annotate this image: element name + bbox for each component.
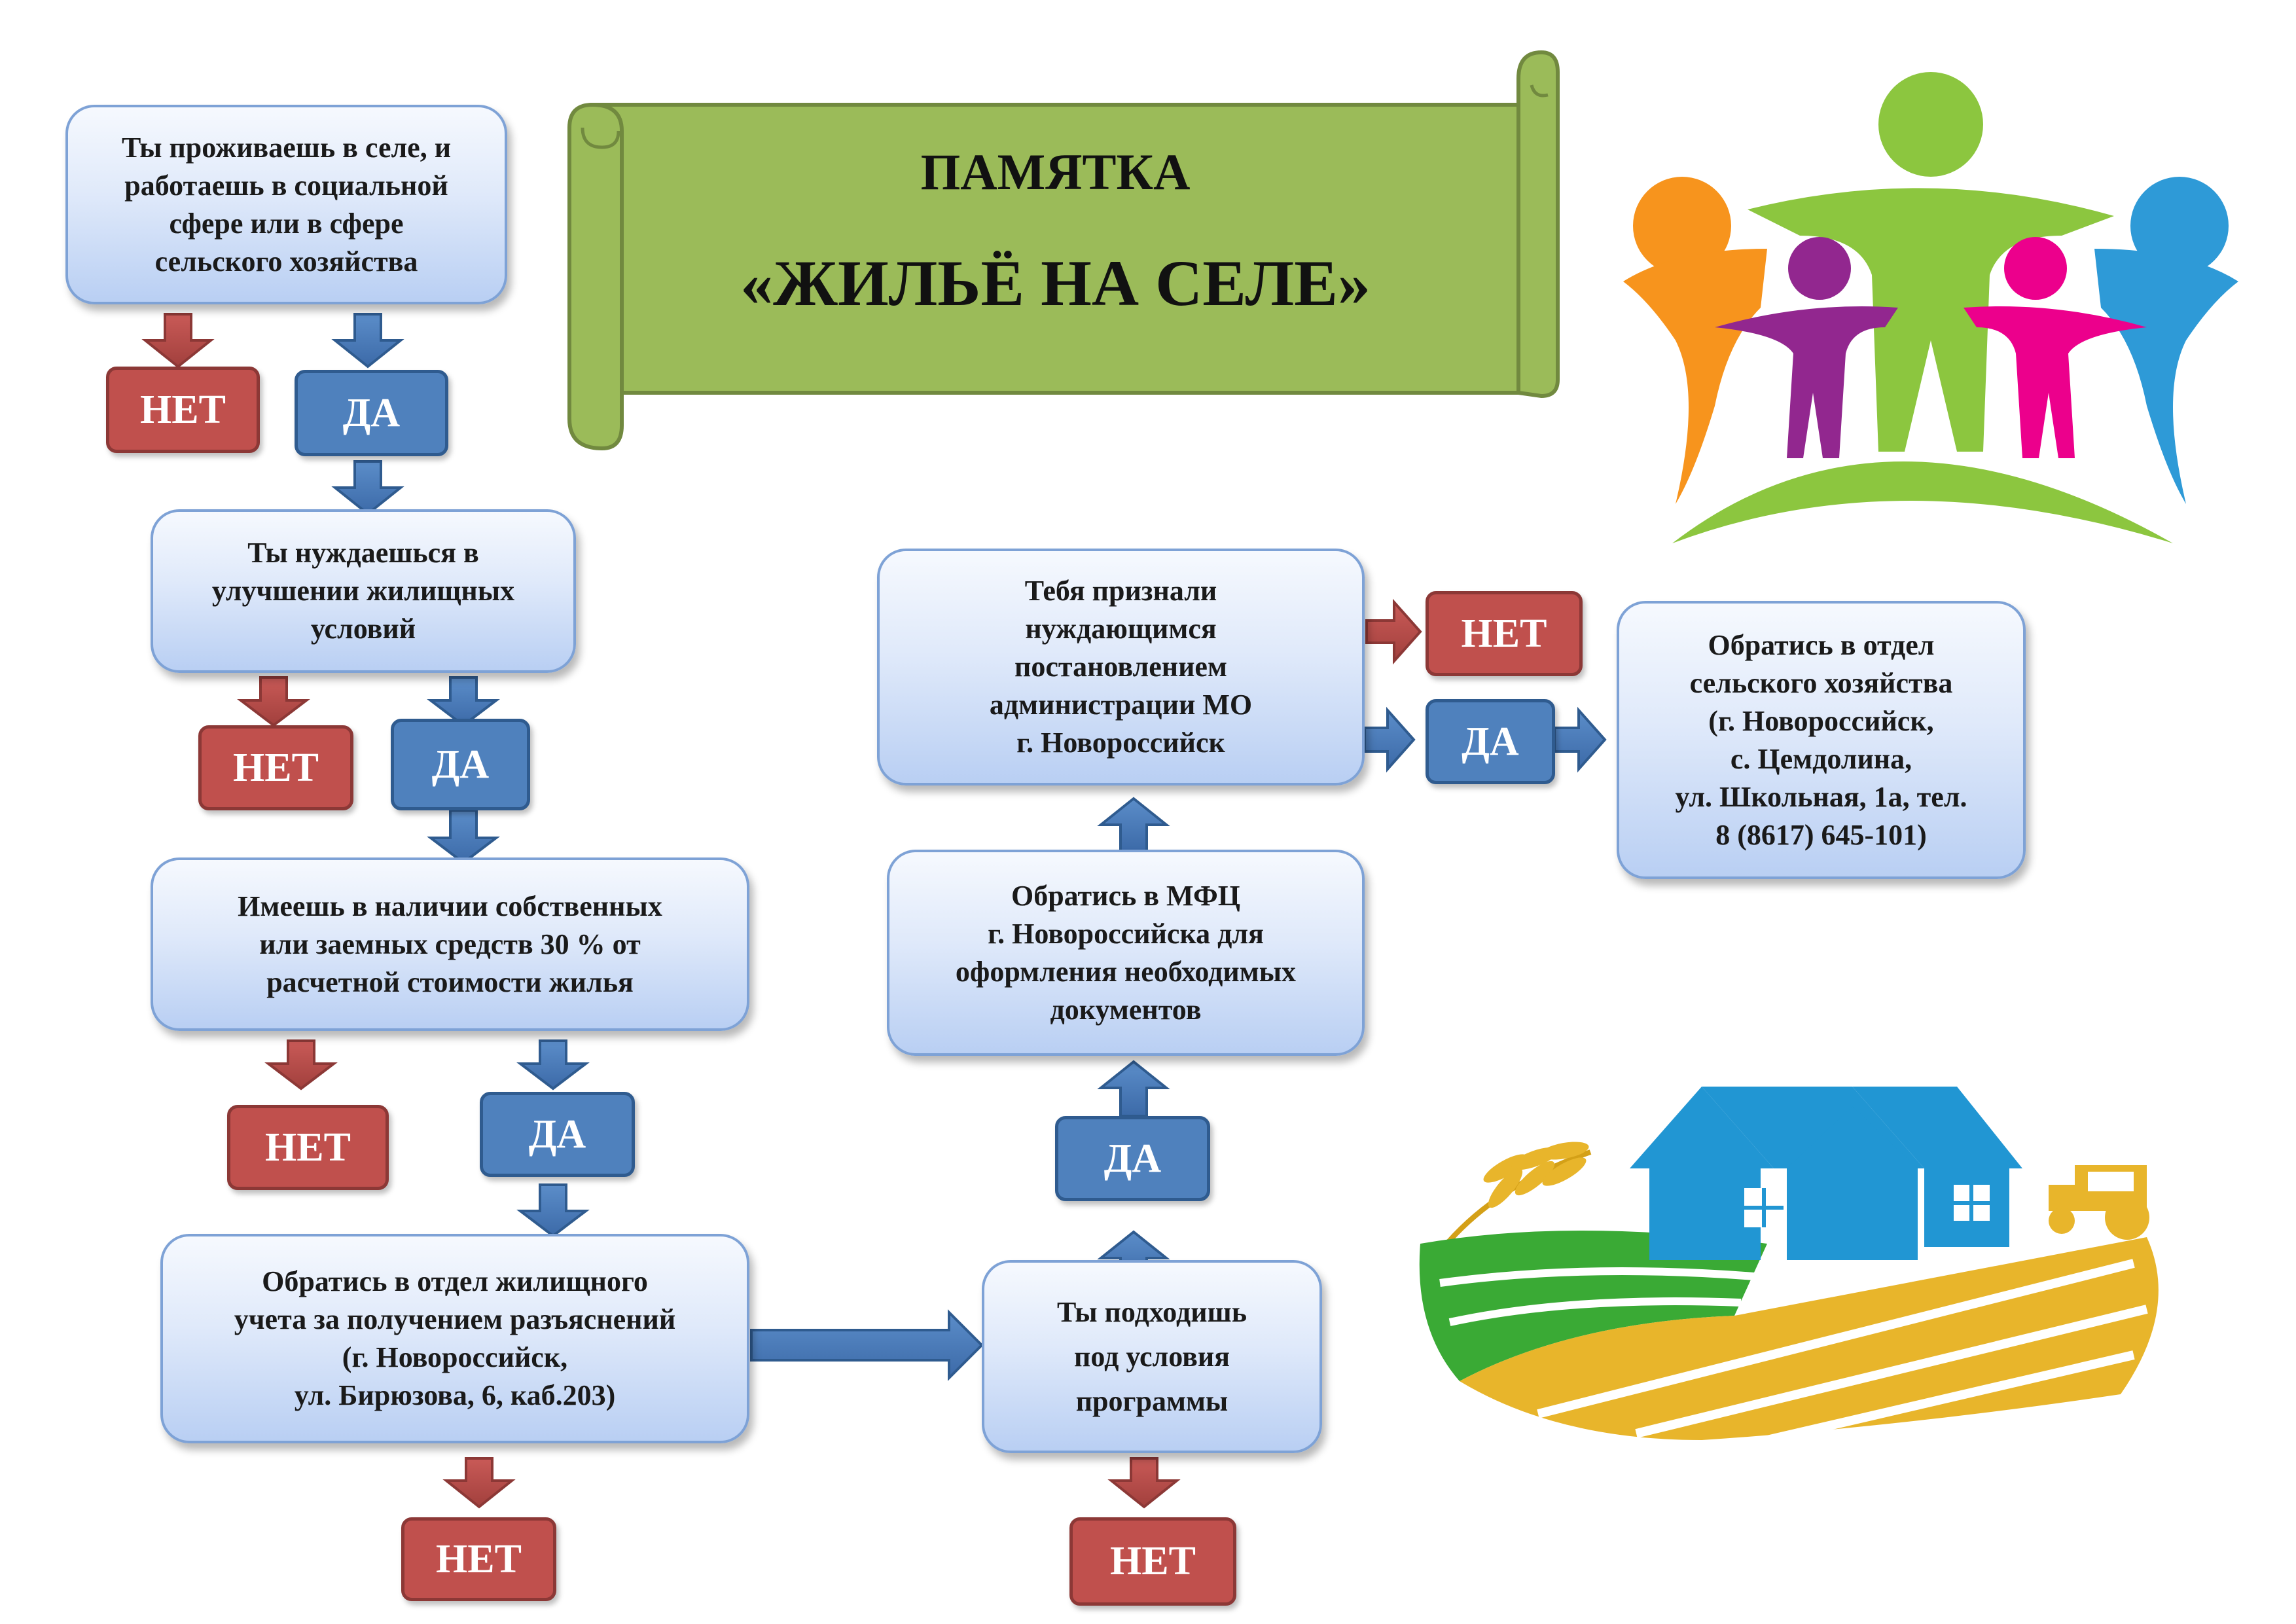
arrow-right-red [1365,598,1422,665]
yes-label: ДА [480,1092,635,1177]
arrow-down [331,313,404,369]
title-line-2: «ЖИЛЬЁ НА СЕЛЕ» [740,247,1371,319]
no-label: НЕТ [198,725,353,810]
yes-label: ДА [1055,1116,1210,1201]
no-label: НЕТ [1426,591,1583,676]
arrow-up [1097,797,1170,852]
arrow-up [1097,1060,1170,1117]
yes-label: ДА [391,719,530,810]
arrow-down-red [264,1039,338,1091]
title-line-1: ПАМЯТКА [920,143,1191,200]
arrow-right [1363,706,1416,773]
arrow-down [516,1183,590,1238]
box-meets-conditions: Ты подходишь под условия программы [982,1260,1322,1453]
arrow-down-red [237,676,310,727]
no-label: НЕТ [1069,1517,1236,1606]
no-label: НЕТ [401,1517,556,1601]
yes-label: ДА [295,370,448,456]
no-label: НЕТ [106,367,260,453]
yes-label: ДА [1426,699,1555,784]
arrow-down-red [1107,1457,1181,1509]
box-lives-in-village: Ты проживаешь в селе, и работаешь в соци… [65,105,507,304]
arrow-right [750,1309,984,1381]
box-mfc: Обратись в МФЦ г. Новороссийска для офор… [887,850,1365,1056]
box-own-funds: Имеешь в наличии собственных или заемных… [151,857,749,1031]
arrow-down-red [442,1457,516,1509]
arrow-down-red [141,313,215,369]
box-housing-department: Обратись в отдел жилищного учета за полу… [160,1234,749,1443]
box-needs-housing: Ты нуждаешься в улучшении жилищных услов… [151,509,576,673]
arrow-down [427,676,500,727]
arrow-down [516,1039,590,1091]
arrow-down [427,809,500,865]
box-recognized-in-need: Тебя признали нуждающимся постановлением… [877,549,1365,785]
no-label: НЕТ [227,1105,389,1190]
box-agriculture-department: Обратись в отдел сельского хозяйства (г.… [1617,601,2026,879]
arrow-down [331,460,404,516]
arrow-right [1553,706,1607,773]
